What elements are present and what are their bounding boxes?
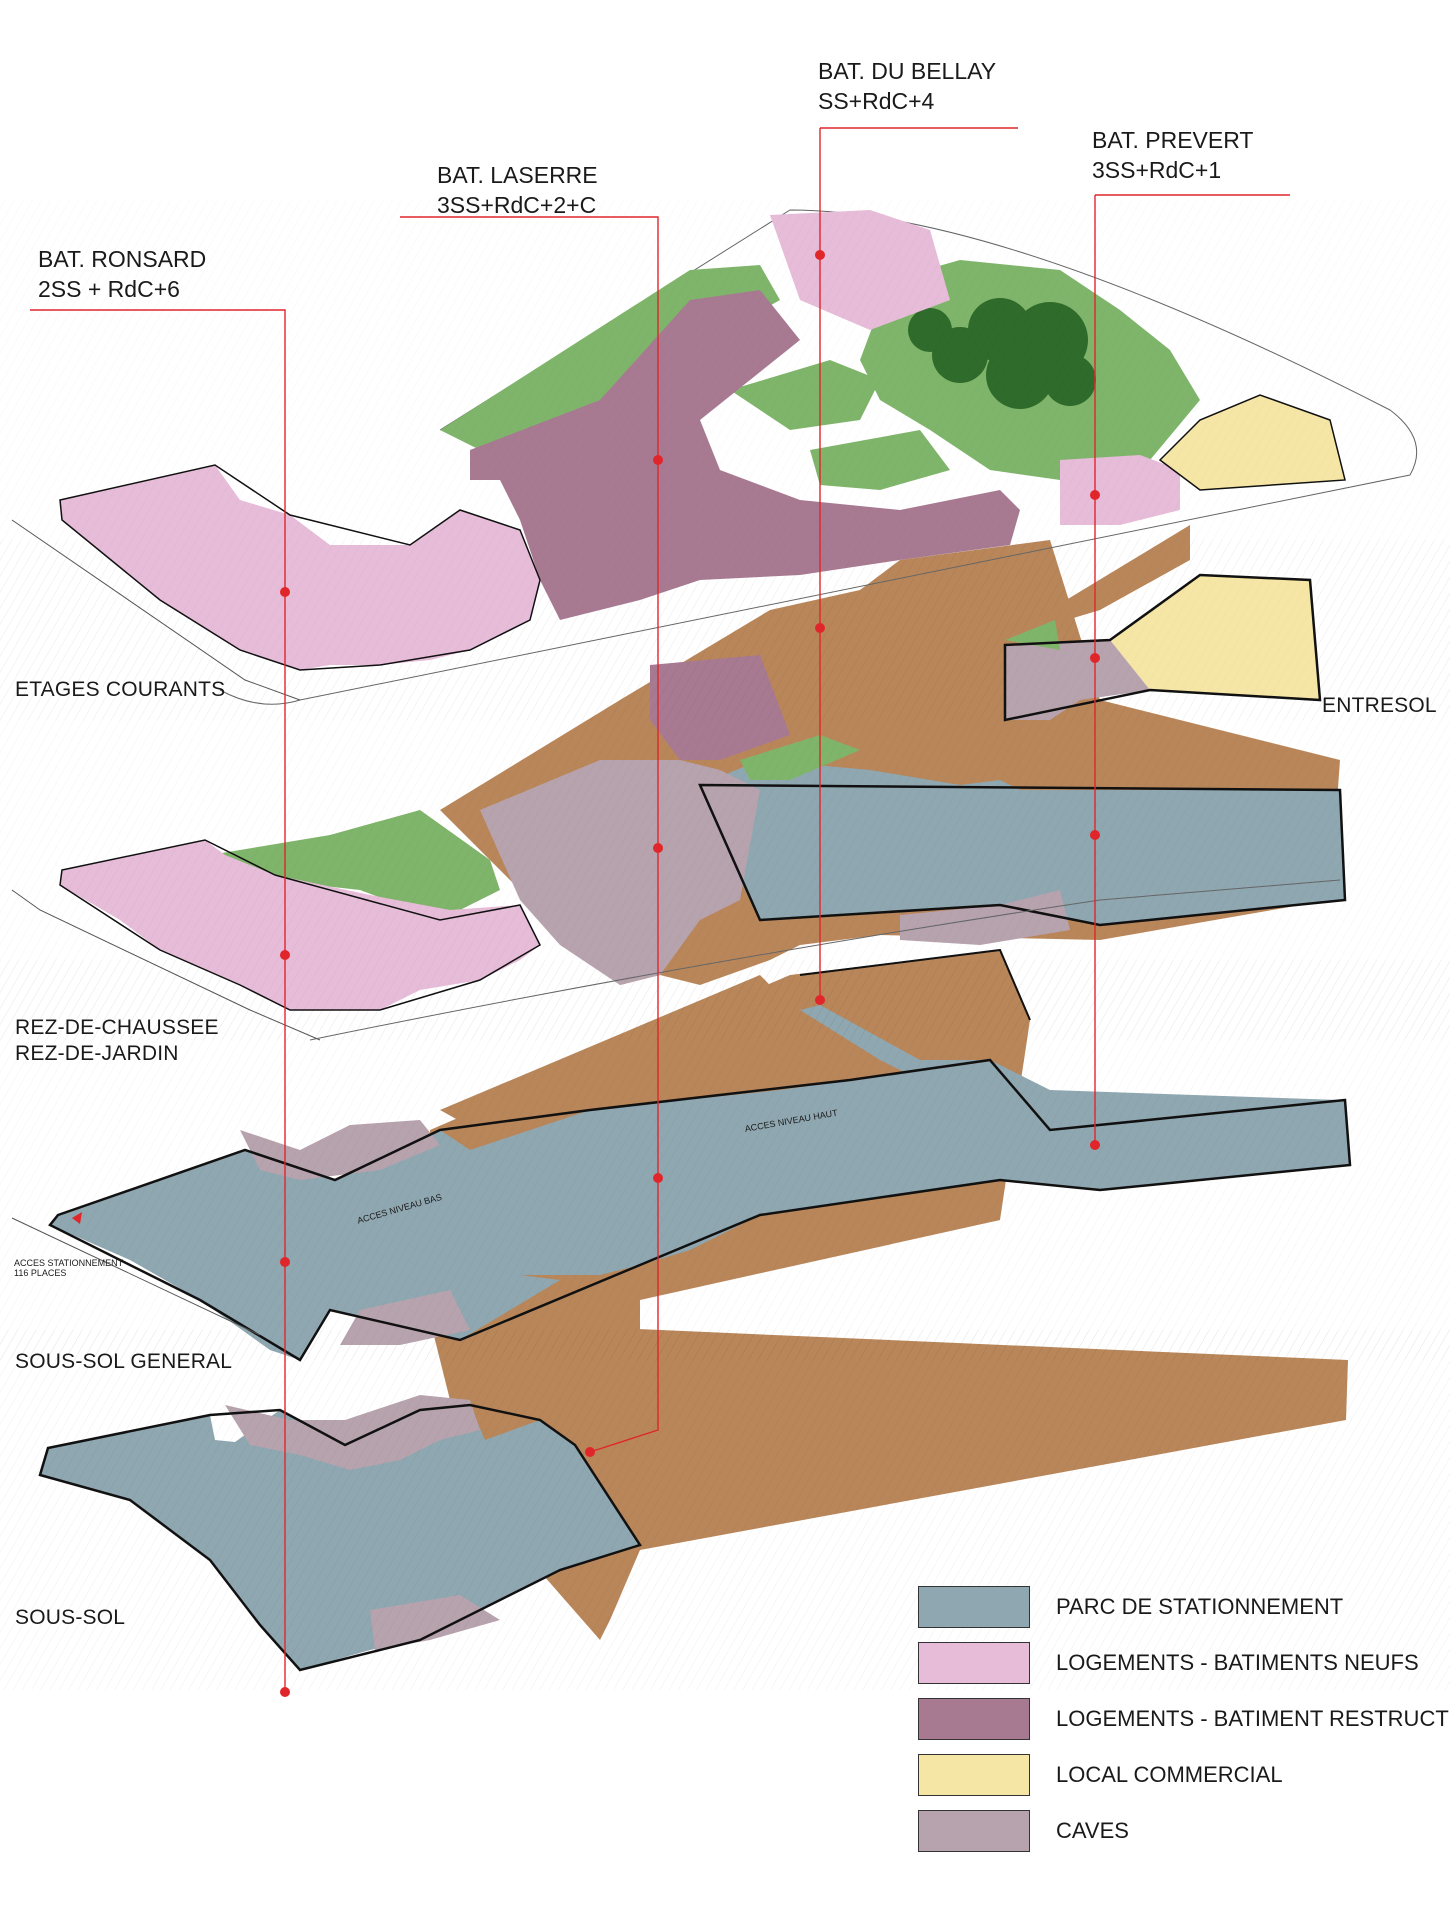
legend-item-new-housing: LOGEMENTS - BATIMENTS NEUFS — [918, 1640, 1438, 1686]
building-label-prevert: BAT. PREVERT 3SS+RdC+1 — [1092, 125, 1253, 185]
legend-label: LOGEMENTS - BATIMENTS NEUFS — [1056, 1650, 1419, 1675]
floor-label-sous-sol-general: SOUS-SOL GENERAL — [15, 1350, 233, 1373]
building-name: BAT. PREVERT — [1092, 127, 1254, 153]
leader-dots — [280, 250, 1100, 1697]
level-etages-courants — [0, 200, 1450, 720]
level-sous-sol — [0, 1320, 1450, 1690]
legend-label: LOGEMENTS - BATIMENT RESTRUCTURE — [1056, 1706, 1450, 1731]
building-levels: 3SS+RdC+2+C — [437, 192, 597, 218]
legend-item-restructured: LOGEMENTS - BATIMENT RESTRUCTURE — [918, 1696, 1450, 1742]
building-levels: 2SS + RdC+6 — [38, 276, 180, 302]
legend-swatch — [918, 1642, 1030, 1684]
legend-swatch — [918, 1810, 1030, 1852]
building-label-ronsard: BAT. RONSARD 2SS + RdC+6 — [38, 244, 206, 304]
floor-label-sous-sol: SOUS-SOL — [15, 1606, 126, 1629]
legend-swatch — [918, 1698, 1030, 1740]
building-levels: 3SS+RdC+1 — [1092, 157, 1222, 183]
level-sous-sol-general — [0, 948, 1450, 1362]
legend-item-parking: PARC DE STATIONNEMENT — [918, 1584, 1438, 1630]
legend-item-caves: CAVES — [918, 1808, 1438, 1854]
access-arrow-icon — [72, 1212, 82, 1224]
legend: PARC DE STATIONNEMENT LOGEMENTS - BATIME… — [918, 1584, 1450, 1864]
legend-item-commercial: LOCAL COMMERCIAL — [918, 1752, 1438, 1798]
building-label-laserre: BAT. LASERRE 3SS+RdC+2+C — [437, 160, 598, 220]
building-name: BAT. RONSARD — [38, 246, 207, 272]
legend-swatch — [918, 1586, 1030, 1628]
floor-label-rez-de-chaussee: REZ-DE-CHAUSSEE — [15, 1016, 219, 1039]
legend-label: PARC DE STATIONNEMENT — [1056, 1594, 1344, 1619]
floor-label-rez-de-jardin: REZ-DE-JARDIN — [15, 1042, 179, 1065]
building-name: BAT. LASERRE — [437, 162, 598, 188]
floor-label-etages-courants: ETAGES COURANTS — [15, 678, 226, 701]
leader-laserre — [400, 216, 659, 1453]
leader-lines — [30, 127, 1290, 1692]
building-label-du-bellay: BAT. DU BELLAY SS+RdC+4 — [818, 56, 996, 116]
legend-label: CAVES — [1056, 1818, 1129, 1843]
legend-swatch — [918, 1754, 1030, 1796]
floor-label-entresol: ENTRESOL — [1322, 694, 1437, 717]
legend-label: LOCAL COMMERCIAL — [1056, 1762, 1283, 1787]
building-name: BAT. DU BELLAY — [818, 58, 997, 84]
annotation-acces-stationnement: ACCES STATIONNEMENT 116 PLACES — [14, 1258, 124, 1278]
leader-ronsard — [30, 309, 286, 1692]
building-levels: SS+RdC+4 — [818, 88, 935, 114]
